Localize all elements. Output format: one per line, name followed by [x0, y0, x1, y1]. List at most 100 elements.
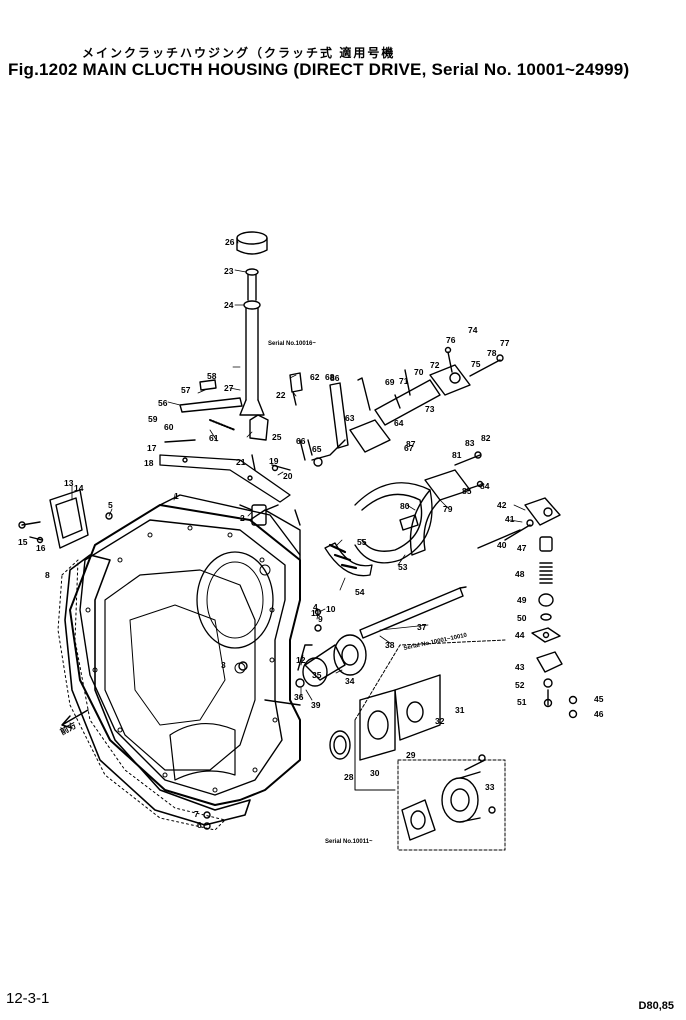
- callout-71: 71: [399, 376, 409, 386]
- callout-76: 76: [446, 335, 456, 345]
- callout-52: 52: [515, 680, 525, 690]
- callout-61: 61: [209, 433, 219, 443]
- callout-11: 11: [311, 608, 320, 618]
- callout-1: 1: [174, 491, 179, 501]
- callout-87: 87: [406, 439, 416, 449]
- callout-9: 9: [318, 614, 323, 624]
- callout-56: 56: [158, 398, 168, 408]
- release-lever-assembly: [299, 346, 504, 556]
- callout-73: 73: [425, 404, 435, 414]
- callout-43: 43: [515, 662, 525, 672]
- callout-21: 21: [236, 457, 246, 467]
- callout-66: 66: [296, 436, 306, 446]
- callout-63: 63: [345, 413, 355, 423]
- housing-bolts: [105, 512, 248, 830]
- callout-67: 67: [404, 443, 414, 453]
- callout-2: 2: [240, 513, 245, 523]
- figure-title: Fig.1202 MAIN CLUCTH HOUSING (DIRECT DRI…: [8, 60, 630, 79]
- callout-34: 34: [345, 676, 355, 686]
- cross-shaft: [359, 519, 534, 639]
- callout-80: 80: [400, 501, 410, 511]
- callout-32: 32: [435, 716, 445, 726]
- callout-20: 20: [283, 471, 293, 481]
- callout-8: 8: [45, 570, 50, 580]
- callout-69: 69: [385, 377, 395, 387]
- callout-10: 10: [326, 604, 336, 614]
- figure-title-japanese: メインクラッチハウジング（クラッチ式 適用号機: [82, 46, 396, 60]
- callout-48: 48: [515, 569, 525, 579]
- callout-58: 58: [207, 371, 217, 381]
- callout-26: 26: [225, 237, 235, 247]
- callout-60: 60: [164, 422, 174, 432]
- callout-59: 59: [148, 414, 158, 424]
- bearing-cover-inset: [329, 639, 506, 851]
- front-mark: 前方: [58, 720, 78, 737]
- callout-7: 7: [194, 809, 199, 819]
- clutch-housing: [57, 494, 301, 831]
- front-arrow: [61, 709, 89, 729]
- callout-25: 25: [272, 432, 282, 442]
- callout-77: 77: [500, 338, 510, 348]
- callout-27: 27: [224, 383, 234, 393]
- callout-78: 78: [487, 348, 497, 358]
- control-lever-assembly: [159, 231, 303, 526]
- callout-23: 23: [224, 266, 234, 276]
- callout-47: 47: [517, 543, 527, 553]
- callout-55: 55: [357, 537, 367, 547]
- callout-14: 14: [74, 483, 84, 493]
- callout-65: 65: [312, 444, 322, 454]
- shift-yoke: [295, 608, 367, 688]
- callout-40: 40: [497, 540, 507, 550]
- leader-lines: [71, 239, 526, 701]
- callout-79: 79: [443, 504, 453, 514]
- callout-15: 15: [18, 537, 28, 547]
- callout-35: 35: [312, 670, 322, 680]
- clutch-brake-band: [324, 482, 433, 577]
- callout-30: 30: [370, 768, 380, 778]
- callout-4: 4: [313, 602, 318, 612]
- callout-16: 16: [36, 543, 46, 553]
- callout-18: 18: [144, 458, 154, 468]
- callout-72: 72: [430, 360, 440, 370]
- callout-57: 57: [181, 385, 191, 395]
- callout-12: 12: [296, 655, 306, 665]
- callout-45: 45: [594, 694, 604, 704]
- callout-6: 6: [197, 820, 202, 830]
- callout-62: 62: [310, 372, 320, 382]
- callout-24: 24: [224, 300, 234, 310]
- callout-64: 64: [394, 418, 404, 428]
- callout-44: 44: [515, 630, 525, 640]
- callout-50: 50: [517, 613, 527, 623]
- callout-54: 54: [355, 587, 365, 597]
- serial-note-10011: Serial No.10011~: [325, 839, 373, 845]
- callout-17: 17: [147, 443, 157, 453]
- callout-68: 68: [325, 372, 335, 382]
- callout-75: 75: [471, 359, 481, 369]
- callout-85: 85: [462, 486, 472, 496]
- callout-51: 51: [517, 697, 527, 707]
- callout-84: 84: [480, 481, 490, 491]
- serial-note-10016: Serial No.10016~: [268, 341, 316, 347]
- callout-13: 13: [64, 478, 74, 488]
- callout-42: 42: [497, 500, 507, 510]
- callout-70: 70: [414, 367, 424, 377]
- callout-28: 28: [344, 772, 354, 782]
- callout-5: 5: [108, 500, 113, 510]
- callout-labels: 1 2 3 4 5 6 7 8 9 10 11 12 13 14 15 16 1…: [18, 237, 604, 830]
- callout-41: 41: [505, 514, 515, 524]
- callout-36: 36: [294, 692, 304, 702]
- callout-82: 82: [481, 433, 491, 443]
- detent-assembly: [524, 497, 578, 719]
- callout-38: 38: [385, 640, 395, 650]
- callout-86: 86: [330, 373, 340, 383]
- callout-3: 3: [221, 660, 226, 670]
- model-code: D80,85: [638, 1000, 674, 1012]
- callout-31: 31: [455, 705, 465, 715]
- callout-83: 83: [465, 438, 475, 448]
- callout-46: 46: [594, 709, 604, 719]
- callout-33: 33: [485, 782, 495, 792]
- callout-37: 37: [417, 622, 427, 632]
- callout-19: 19: [269, 456, 279, 466]
- callout-53: 53: [398, 562, 408, 572]
